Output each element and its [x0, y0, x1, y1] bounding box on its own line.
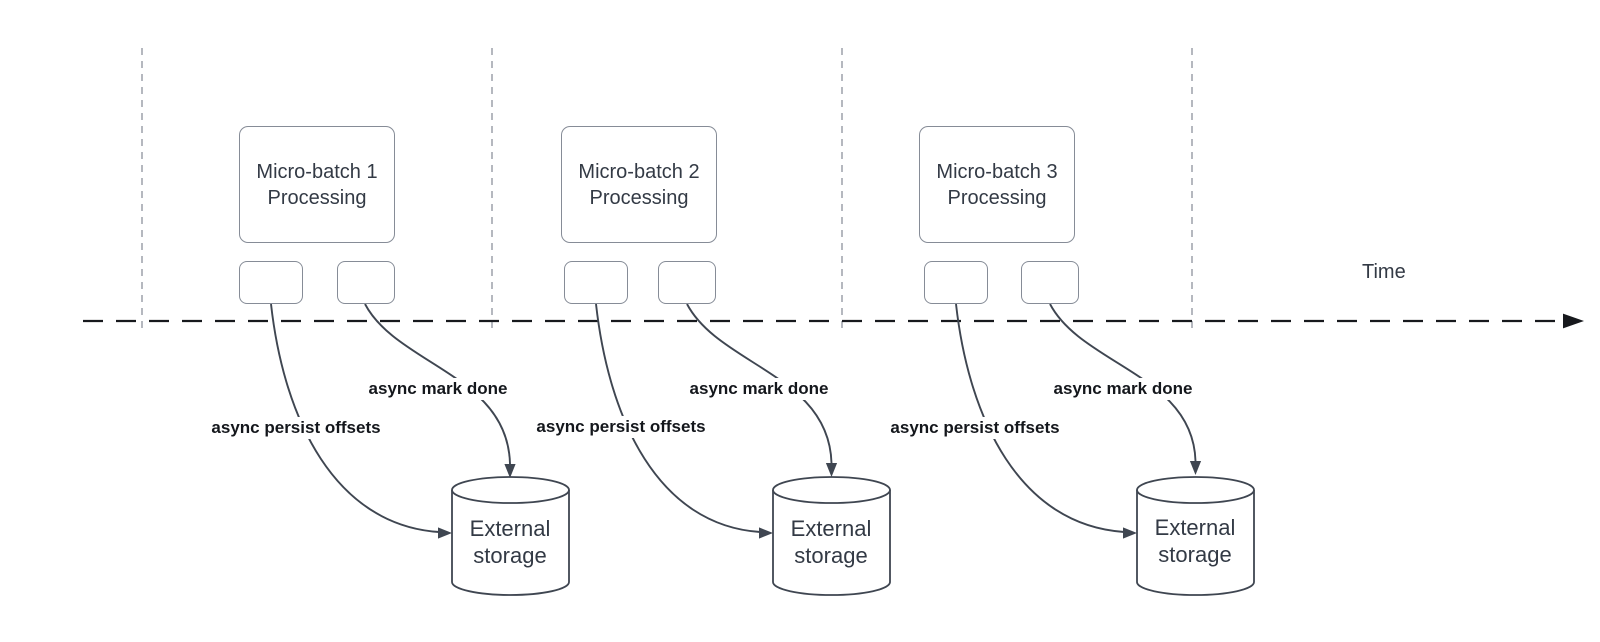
external-storage-cylinder-2 — [772, 476, 891, 596]
persist-arrowhead-icon-3 — [1123, 527, 1137, 539]
micro-batch-subtitle: Processing — [589, 186, 689, 209]
persist-arrowhead-icon-1 — [438, 527, 452, 539]
done-arrowhead-icon-1 — [504, 464, 516, 478]
batch3-task-box-left — [924, 261, 988, 304]
external-storage-label-1: External storage — [469, 516, 551, 568]
micro-batch-title: Micro-batch 3 — [936, 160, 1058, 183]
persist-arrowhead-icon-2 — [759, 527, 773, 539]
persist-offsets-label-1: async persist offsets — [208, 417, 384, 439]
mark-done-arrow-3 — [1049, 303, 1197, 462]
micro-batch-box-1: Micro-batch 1 Processing — [239, 126, 395, 243]
done-arrowhead-icon-2 — [825, 463, 838, 477]
batch1-task-box-right — [337, 261, 395, 304]
micro-batch-subtitle: Processing — [267, 186, 367, 209]
mark-done-label-3: async mark done — [1050, 378, 1196, 400]
mark-done-label-1: async mark done — [365, 378, 511, 400]
time-axis-label: Time — [1362, 261, 1406, 283]
micro-batch-box-2: Micro-batch 2 Processing — [561, 126, 717, 243]
micro-batch-box-3: Micro-batch 3 Processing — [919, 126, 1075, 243]
micro-batch-title: Micro-batch 1 — [256, 160, 378, 183]
mark-done-arrow-2 — [686, 303, 833, 464]
micro-batch-subtitle: Processing — [947, 186, 1047, 209]
persist-offsets-label-3: async persist offsets — [887, 417, 1063, 439]
done-arrowhead-icon-3 — [1189, 461, 1202, 475]
batch2-task-box-right — [658, 261, 716, 304]
persist-offsets-arrow-2 — [595, 303, 761, 533]
mark-done-arrow-1 — [364, 303, 511, 465]
batch1-task-box-left — [239, 261, 303, 304]
time-axis-arrowhead-icon — [1563, 313, 1584, 329]
external-storage-cylinder-3 — [1136, 476, 1255, 596]
mark-done-label-2: async mark done — [686, 378, 832, 400]
persist-offsets-arrow-3 — [955, 303, 1125, 533]
external-storage-label-3: External storage — [1154, 515, 1236, 567]
persist-offsets-arrow-1 — [270, 303, 440, 533]
micro-batch-title: Micro-batch 2 — [578, 160, 700, 183]
external-storage-label-2: External storage — [790, 516, 872, 568]
external-storage-cylinder-1 — [451, 476, 570, 596]
batch2-task-box-left — [564, 261, 628, 304]
batch3-task-box-right — [1021, 261, 1079, 304]
persist-offsets-label-2: async persist offsets — [533, 416, 709, 438]
